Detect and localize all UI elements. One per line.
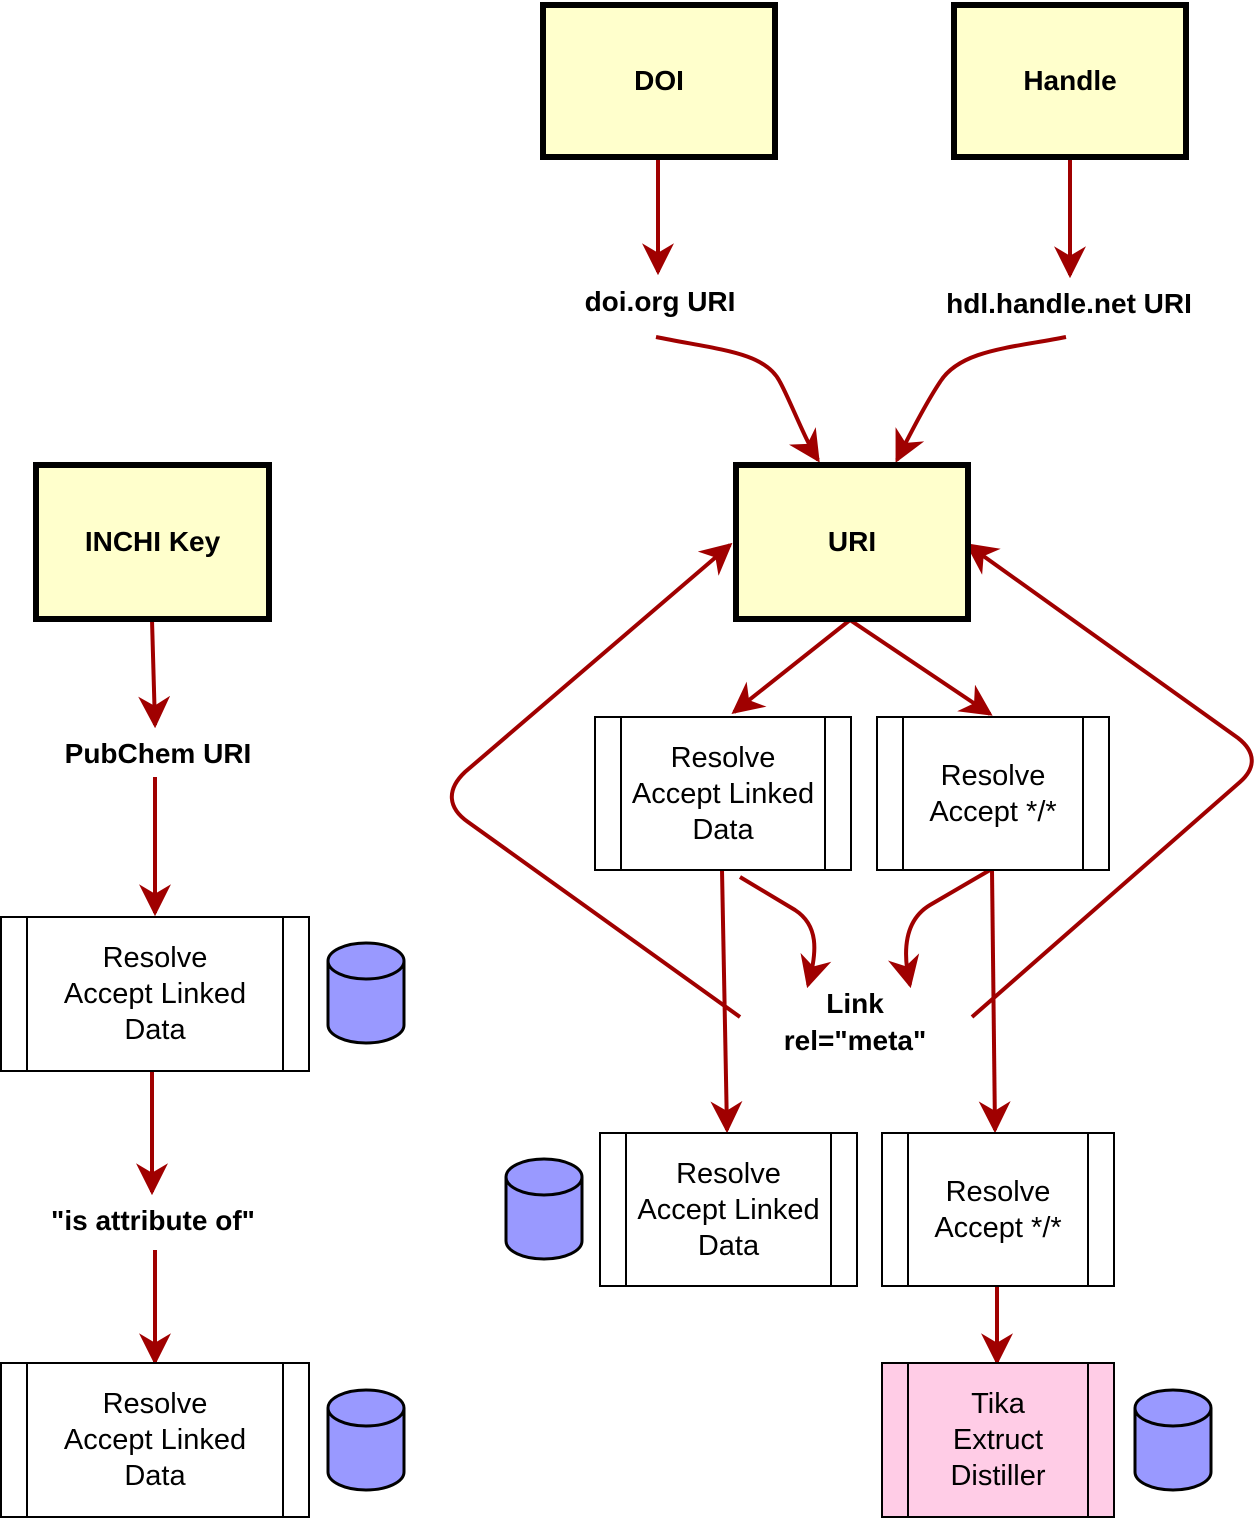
resolve-linked-data-box: Resolve Accept Linked Data — [594, 716, 852, 871]
database-icon — [1133, 1388, 1213, 1492]
database-icon — [504, 1157, 584, 1261]
resolve-linked-data-left-box: Resolve Accept Linked Data — [0, 916, 310, 1072]
resolve-linked-data-bottom-text: Resolve Accept Linked Data — [637, 1157, 820, 1262]
uri-label: URI — [827, 526, 877, 557]
arrow-resolve-ld-down — [710, 869, 743, 1134]
arrow-uri-to-resolve-any — [848, 618, 993, 716]
arrow-link-to-uri-left — [449, 542, 742, 1019]
resolve-accept-any-bottom-box: Resolve Accept */* — [881, 1132, 1115, 1287]
tika-extruct-distiller-text: Tika Extruct Distiller — [950, 1388, 1046, 1492]
handle-label: Handle — [1023, 65, 1117, 96]
arrow-doi-uri-to-uri — [655, 335, 820, 463]
arrow-resolve-ld-to-link — [738, 875, 832, 989]
resolve-accept-any-text: Resolve Accept */* — [929, 759, 1057, 828]
tika-extruct-distiller-box: Tika Extruct Distiller — [881, 1362, 1115, 1518]
doi-uri-label: doi.org URI — [584, 286, 736, 317]
pubchem-uri-label: PubChem URI — [64, 738, 252, 769]
resolve-linked-data-left-bottom-text: Resolve Accept Linked Data — [63, 1388, 247, 1492]
resolve-linked-data-bottom-box: Resolve Accept Linked Data — [599, 1132, 858, 1287]
handle-box: Handle — [951, 2, 1189, 160]
arrow-inchi-to-pubchem — [138, 619, 171, 729]
arrow-resolve-any-down — [978, 869, 1011, 1134]
arrow-resolve-any-to-link — [887, 868, 992, 989]
is-attribute-of-label: "is attribute of" — [51, 1205, 255, 1236]
resolve-linked-data-text: Resolve Accept Linked Data — [631, 741, 815, 846]
database-icon — [326, 1388, 406, 1492]
inchi-key-label: INCHI Key — [84, 526, 221, 557]
arrow-link-to-uri-right — [965, 543, 1254, 1019]
hdl-uri-label: hdl.handle.net URI — [946, 288, 1192, 319]
doi-box: DOI — [540, 2, 778, 160]
resolve-accept-any-bottom-text: Resolve Accept */* — [934, 1175, 1062, 1244]
resolve-linked-data-left-text: Resolve Accept Linked Data — [63, 942, 247, 1046]
arrow-hdl-uri-to-uri — [895, 335, 1067, 463]
resolve-linked-data-left-bottom-box: Resolve Accept Linked Data — [0, 1362, 310, 1518]
inchi-key-box: INCHI Key — [33, 462, 272, 622]
uri-box: URI — [733, 462, 971, 622]
doi-label: DOI — [634, 65, 684, 96]
link-meta-label: Link rel="meta" — [783, 988, 927, 1056]
resolve-accept-any-box: Resolve Accept */* — [876, 716, 1110, 871]
arrow-uri-to-resolve-ld — [731, 618, 852, 714]
database-icon — [326, 941, 406, 1045]
